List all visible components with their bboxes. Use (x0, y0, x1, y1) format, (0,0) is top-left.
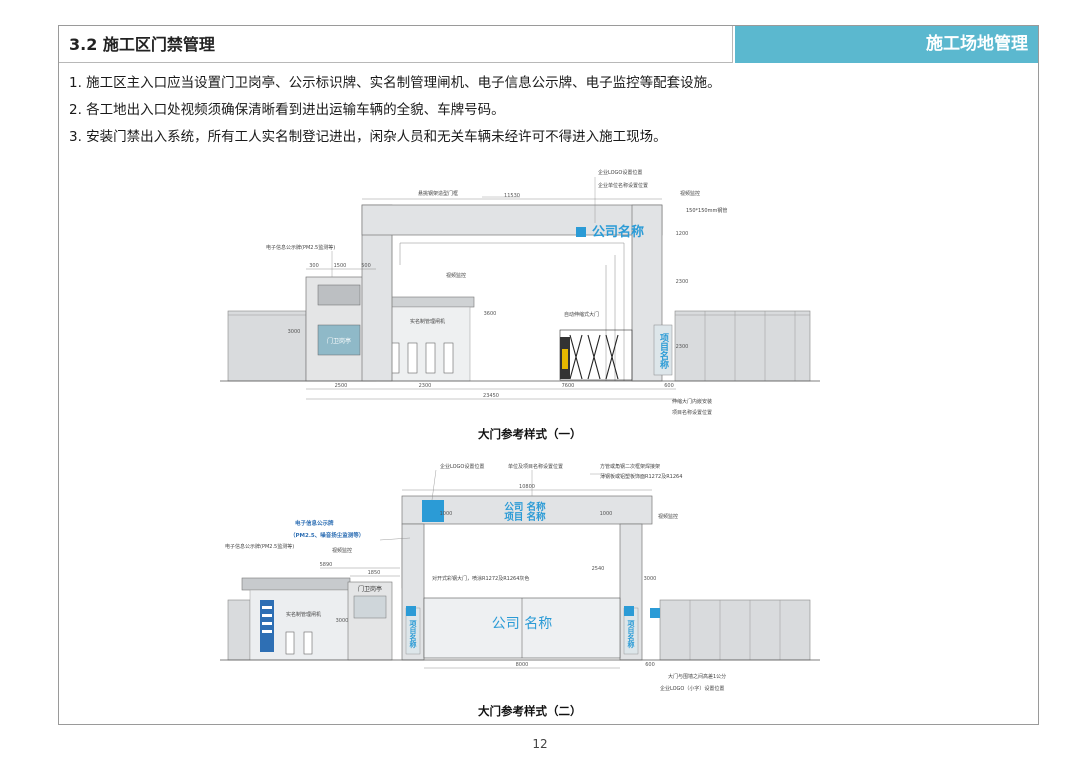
dim-b: 1850 (368, 570, 381, 576)
rule-item: 3. 安装门禁出入系统，所有工人实名制登记进出，闲杂人员和无关车辆未经许可不得进… (69, 129, 667, 145)
dim-width: 8000 (516, 662, 529, 668)
gate-diagram-one: 门卫岗亭 公司名称 项目名称 11530 (220, 169, 820, 416)
label-note-two: 企业LOGO（小字）设置位置 (660, 685, 724, 692)
label-logo-position: 企业LOGO设置位置 (598, 169, 642, 176)
dim-side-h: 1200 (676, 231, 689, 237)
label-e-board-title: 电子信息公示牌 (295, 519, 334, 527)
dim-top: 11530 (504, 193, 520, 199)
dim-bottom-c: 7600 (562, 383, 575, 389)
rule-item: 1. 施工区主入口应当设置门卫岗亭、公示标识牌、实名制管理闸机、电子信息公示牌、… (69, 75, 721, 91)
label-logo-position-two: 企业LOGO设置位置 (440, 463, 484, 470)
label-square-tube: 方管或角钢二次框架焊接架 (600, 463, 660, 470)
rules-list: 1. 施工区主入口应当设置门卫岗亭、公示标识牌、实名制管理闸机、电子信息公示牌、… (69, 70, 1019, 151)
gate-diagram-two: 门卫岗亭 公司 名称 项目 名称 项目名称 项目名称 公司 名称 10800 1… (220, 463, 820, 692)
dim-top-two: 10800 (519, 484, 535, 490)
page-number: 12 (532, 737, 548, 751)
dim-pillar-h: 2300 (676, 279, 689, 285)
dim-bottom-a: 2500 (335, 383, 348, 389)
section-header: 3.2 施工区门禁管理 施工场地管理 (59, 26, 1038, 64)
dim-a: 5890 (320, 562, 333, 568)
figure-caption: 大门参考样式（一） (478, 427, 582, 441)
dim-small-a: 300 (309, 263, 319, 269)
dim-side-h-two: 2540 (592, 566, 605, 572)
label-steel-pipe: 150*150mm钢管 (686, 207, 727, 214)
pillar-left-name: 项目名称 (409, 619, 417, 649)
label-e-board-sub: （PM2.5、噪音扬尘监测等） (290, 531, 364, 539)
gate-company-name: 公司名称 (592, 224, 644, 240)
dim-bottom-b: 2300 (419, 383, 432, 389)
dim-gap: 1000 (600, 511, 613, 517)
label-plate: 薄钢板或铝塑板饰面R1272及R1264 (600, 473, 682, 480)
category-banner: 施工场地管理 (735, 26, 1038, 63)
pillar-project-name: 项目名称 (658, 333, 669, 370)
label-video-monitor-mid: 视频监控 (446, 272, 466, 279)
rule-item: 2. 各工地出入口处视频须确保清晰看到进出运输车辆的全貌、车牌号码。 (69, 102, 505, 118)
dim-booth-h: 3000 (336, 618, 349, 624)
dim-bottom-d: 600 (664, 383, 674, 389)
label-e-board: 电子信息公示牌(PM2.5监测等) (266, 244, 335, 251)
label-video-monitor-left: 视频监控 (332, 547, 352, 554)
section-title: 3.2 施工区门禁管理 (59, 26, 733, 63)
label-door: 对开式彩钢大门，喷涂R1272及R1264灰色 (432, 575, 529, 582)
dim-mid-h: 3600 (484, 311, 497, 317)
door-company-name: 公司 名称 (492, 616, 552, 632)
dim-total: 23450 (483, 393, 499, 399)
beam-line-two: 项目 名称 (504, 511, 546, 523)
dim-right-h: 3000 (644, 576, 657, 582)
label-gate-machine: 实名制管理闸机 (410, 318, 445, 325)
label-auto-gate: 自动伸缩式大门 (564, 311, 599, 318)
dim-pillar-h2: 2300 (676, 344, 689, 350)
dim-small-b: 1500 (334, 263, 347, 269)
booth-sign-text-two: 门卫岗亭 (358, 585, 382, 593)
label-e-board-small: 电子信息公示牌(PM2.5监测等) (225, 543, 294, 550)
label-gate-machine-two: 实名制管理闸机 (286, 611, 321, 618)
figure-caption-two: 大门参考样式（二） (478, 704, 582, 718)
label-gate-note2: 项目名称设置位置 (672, 409, 712, 416)
label-video-monitor-right: 视频监控 (658, 513, 678, 520)
page-frame: 3.2 施工区门禁管理 施工场地管理 1. 施工区主入口应当设置门卫岗亭、公示标… (58, 25, 1039, 725)
dim-small-c: 500 (361, 263, 371, 269)
label-note-one: 大门与围墙之间高差1公分 (668, 673, 726, 680)
beam-line-one: 公司 名称 (504, 501, 546, 513)
dim-beam-h: 1000 (440, 511, 453, 517)
label-video-monitor-top: 视频监控 (680, 190, 700, 197)
label-unit-position: 企业单位名称设置位置 (598, 182, 648, 189)
label-steel-frame: 悬挑钢架造型门框 (418, 190, 458, 197)
booth-sign-text: 门卫岗亭 (327, 337, 351, 345)
pillar-right-name: 项目名称 (627, 619, 635, 649)
dim-c: 600 (645, 662, 655, 668)
label-gate-note1: 伸缩大门内嵌安装 (672, 398, 712, 405)
dim-left-h: 3000 (288, 329, 301, 335)
label-unit-position-two: 单位及项目名称设置位置 (508, 463, 563, 470)
